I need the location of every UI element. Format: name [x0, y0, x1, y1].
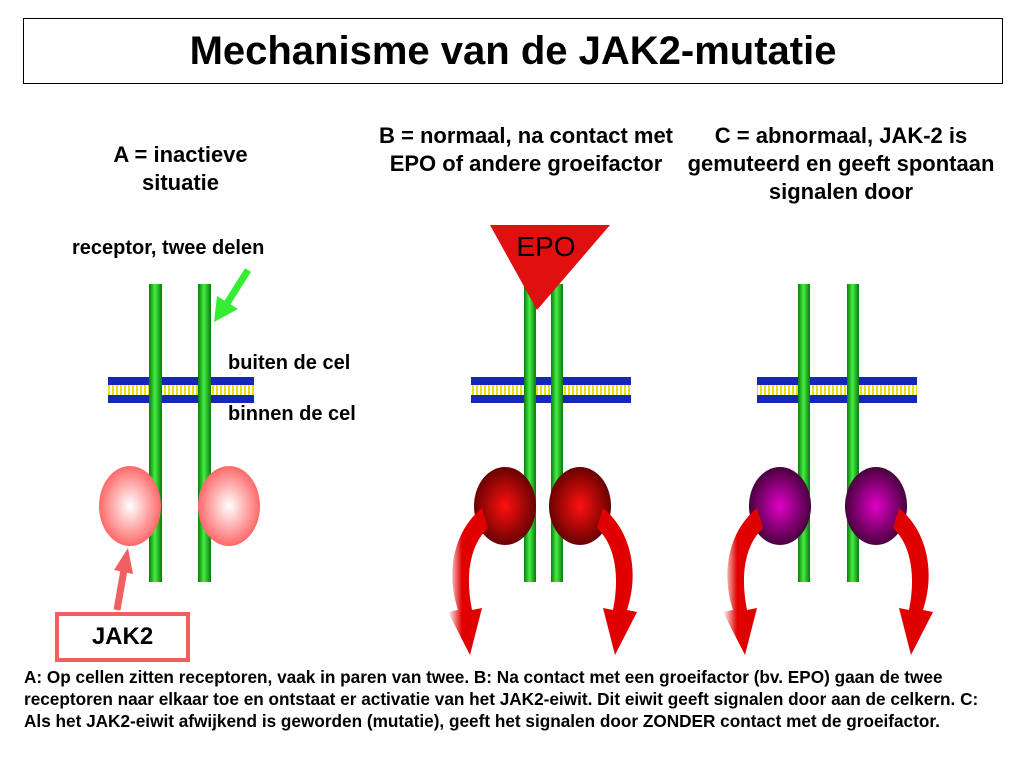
- receptor-c-left: [798, 284, 810, 582]
- panel-b: [448, 225, 637, 655]
- jak2-c-right: [845, 467, 907, 545]
- jak2-a-left: [99, 466, 161, 546]
- signal-arrow-b-left: [448, 508, 488, 655]
- jak2-label: JAK2: [91, 623, 154, 650]
- outside-cell-label: buiten de cel: [228, 352, 351, 374]
- jak2-c-left: [749, 467, 811, 545]
- membrane-a: [108, 377, 254, 403]
- panel-c-heading: C = abnormaal, JAK-2 is gemuteerd en gee…: [687, 123, 995, 204]
- receptor-c-right: [847, 284, 859, 582]
- panel-b-heading: B = normaal, na contact met EPO of ander…: [378, 123, 674, 176]
- panel-a: [99, 268, 260, 611]
- page-title: Mechanisme van de JAK2-mutatie: [189, 28, 837, 73]
- receptor-label: receptor, twee delen: [72, 237, 265, 259]
- inside-cell-label: binnen de cel: [228, 403, 356, 425]
- title-box: Mechanisme van de JAK2-mutatie: [23, 18, 1003, 84]
- receptor-b-left: [524, 284, 536, 582]
- membrane-c: [757, 377, 917, 403]
- epo-triangle: [490, 225, 610, 310]
- jak2-pointer-arrow: [113, 548, 133, 611]
- jak2-label-box: JAK2: [55, 612, 190, 662]
- signal-arrow-c-left: [723, 508, 763, 655]
- panel-a-heading: A = inactieve situatie: [113, 142, 248, 195]
- receptor-a-left: [149, 284, 162, 582]
- caption: A: Op cellen zitten receptoren, vaak in …: [24, 667, 979, 731]
- signal-arrow-c-right: [893, 508, 933, 655]
- jak2-a-right: [198, 466, 260, 546]
- receptor-pointer-arrow: [214, 268, 251, 322]
- jak2-b-right: [549, 467, 611, 545]
- signal-arrow-b-right: [597, 508, 637, 655]
- receptor-b-right: [551, 284, 563, 582]
- epo-label: EPO: [516, 231, 575, 262]
- panel-c: [723, 284, 933, 655]
- receptor-a-right: [198, 284, 211, 582]
- jak2-b-left: [474, 467, 536, 545]
